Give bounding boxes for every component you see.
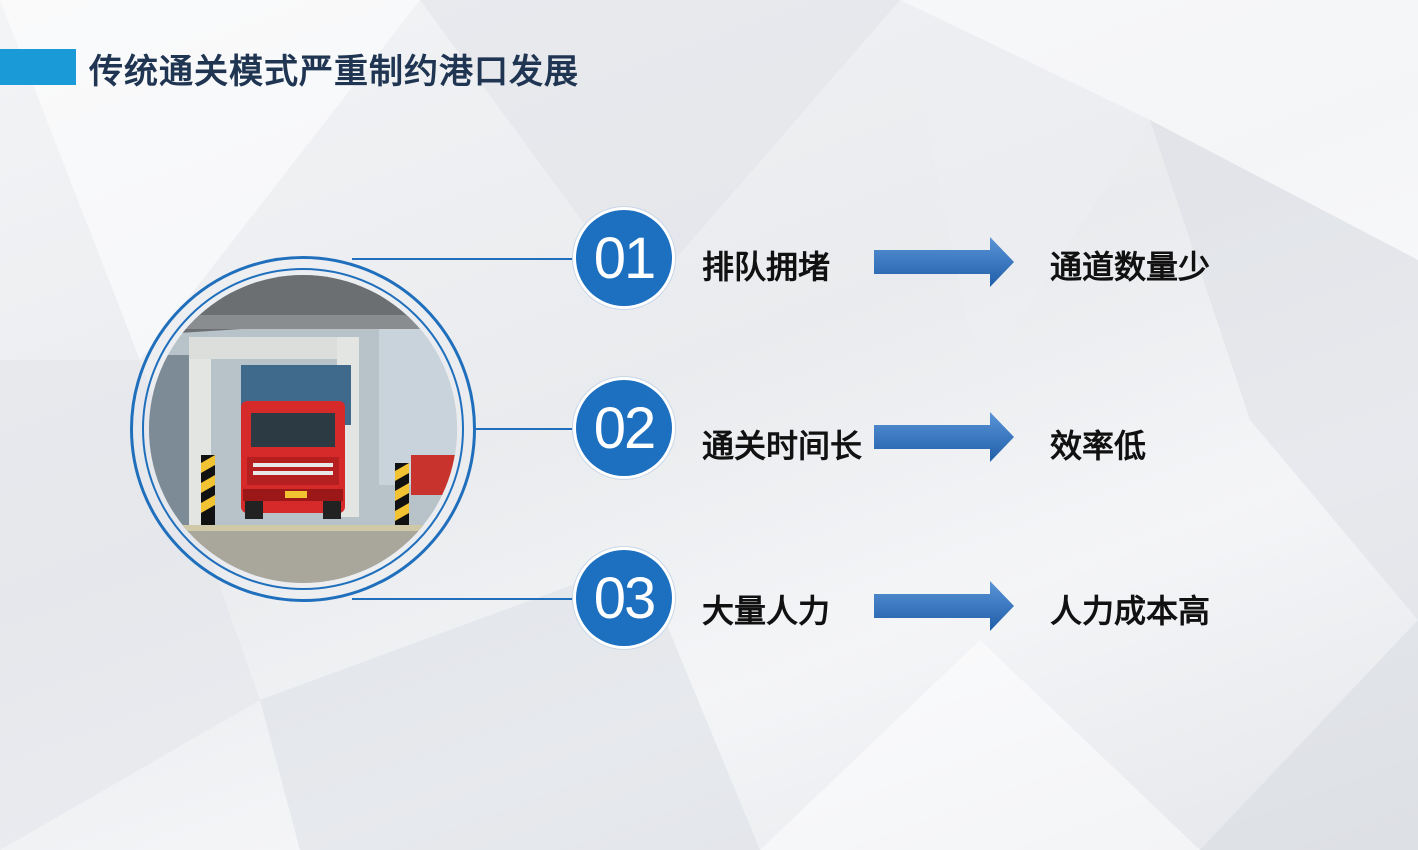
step-number-01: 01 (576, 210, 672, 306)
connector-line-1 (352, 258, 584, 260)
arrow-right-icon (874, 237, 1014, 287)
truck-inspection-photo (149, 275, 457, 583)
connector-line-2 (474, 428, 584, 430)
cause-label-2: 效率低 (1050, 427, 1147, 465)
cause-label-3: 人力成本高 (1050, 592, 1211, 630)
problem-label-1: 排队拥堵 (702, 248, 831, 286)
connector-line-3 (352, 598, 584, 600)
step-number-03: 03 (576, 550, 672, 646)
problem-label-3: 大量人力 (702, 592, 831, 630)
title-accent-bar (0, 49, 76, 85)
problem-label-2: 通关时间长 (702, 427, 863, 465)
arrow-right-icon (874, 412, 1014, 462)
cause-label-1: 通道数量少 (1050, 248, 1211, 286)
photo-outer-ring (130, 256, 476, 602)
page-title: 传统通关模式严重制约港口发展 (89, 52, 579, 92)
arrow-right-icon (874, 581, 1014, 631)
photo-inner-ring (142, 268, 464, 590)
step-number-02: 02 (576, 380, 672, 476)
